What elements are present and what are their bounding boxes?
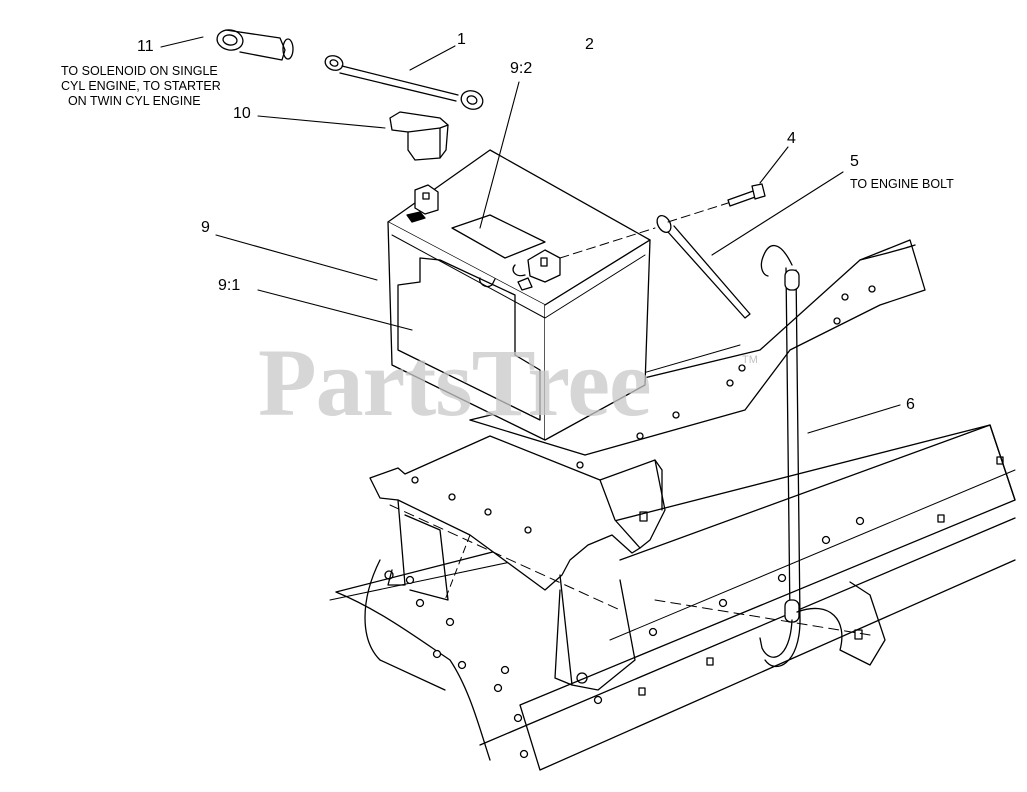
callout-11: 11 (137, 38, 154, 55)
battery-tray (369, 435, 871, 691)
frame-rail (329, 424, 1016, 771)
terminal-boot-11 (216, 29, 294, 61)
hold-down-rod (759, 244, 886, 668)
partstree-watermark: PartsTree (258, 329, 652, 436)
note-engine-bolt: TO ENGINE BOLT (850, 177, 954, 191)
callout-1: 1 (457, 31, 466, 48)
callout-4: 4 (787, 130, 796, 147)
bolt-4 (667, 183, 766, 223)
battery (387, 149, 651, 441)
callout-2: 2 (585, 36, 594, 53)
callout-5: 5 (850, 153, 859, 170)
callout-9-2: 9:2 (510, 60, 533, 77)
callout-6: 6 (906, 396, 915, 413)
callout-9-1: 9:1 (218, 277, 241, 294)
note-solenoid: TO SOLENOID ON SINGLE CYL ENGINE, TO STA… (61, 64, 221, 108)
callout-10: 10 (233, 105, 251, 122)
trademark-symbol: TM (742, 354, 758, 366)
leader-lines (160, 36, 901, 434)
terminal-cap-10 (389, 111, 449, 161)
cable-1 (324, 55, 484, 110)
cable-5 (559, 214, 751, 319)
callout-9: 9 (201, 219, 210, 236)
